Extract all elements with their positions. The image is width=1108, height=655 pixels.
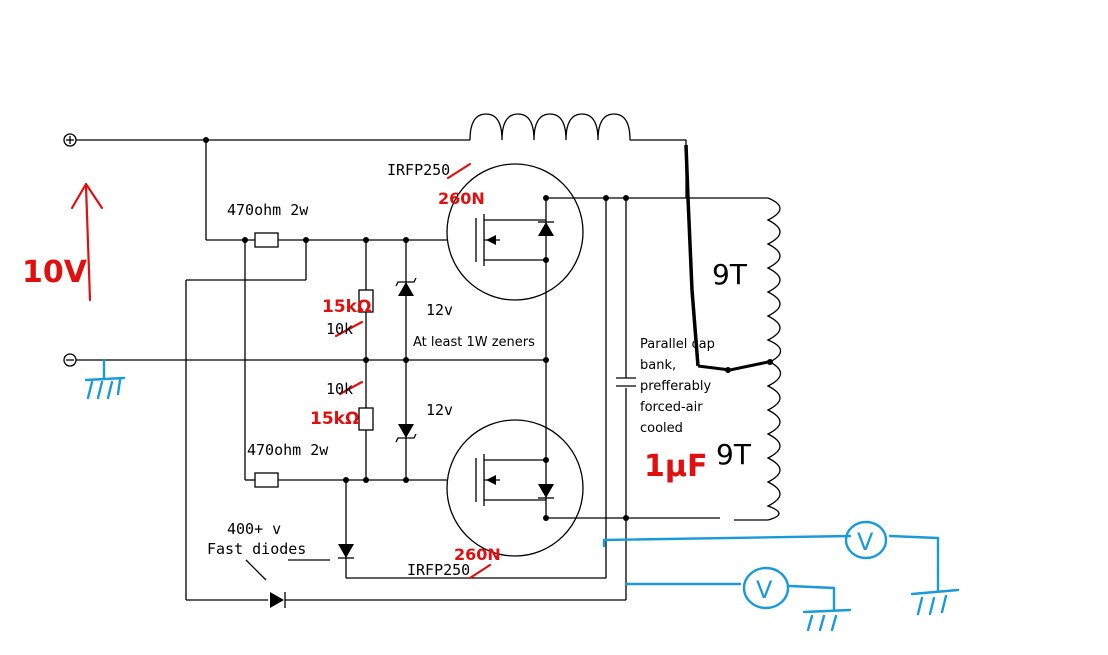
- negative-terminal: [63, 353, 77, 367]
- cap-note-line3: prefferably: [640, 379, 711, 394]
- resistor-annotation-top: 15kΩ: [322, 297, 371, 317]
- diodes-label-line2: Fast diodes: [207, 540, 306, 558]
- cap-note-line2: bank,: [640, 358, 676, 373]
- plus-sign-label: +: [40, 143, 41, 146]
- zener-note: At least 1W zeners: [413, 335, 535, 350]
- ground-symbol-bottom: [802, 608, 852, 632]
- top-rail: [76, 113, 687, 241]
- turns-bottom: 9T: [716, 438, 752, 471]
- diodes-label-line1: 400+ v: [227, 520, 281, 538]
- minus-sign-label: −: [40, 364, 41, 366]
- gate-resistor-bottom: [245, 472, 448, 488]
- center-tap-wire: [684, 144, 773, 373]
- choke-inductor: [469, 113, 631, 141]
- pulldown-resistor-bottom: [358, 360, 374, 480]
- resistor-10k-label-top: 10k: [326, 320, 353, 338]
- cap-note-line5: cooled: [640, 421, 683, 436]
- voltage-arrow: [70, 182, 104, 302]
- capacitor-bank: [616, 195, 636, 521]
- fast-diode-upper: [338, 195, 609, 579]
- strike-irfp-bottom: [468, 563, 492, 580]
- zener-label-top: 12v: [426, 301, 453, 319]
- ground-symbol-right: [910, 588, 960, 616]
- mosfet-bottom: [446, 360, 720, 557]
- resistor-annotation-bottom: 15kΩ: [310, 409, 359, 429]
- strike-10k-top: [334, 320, 364, 338]
- fast-diode-lower: [270, 388, 627, 608]
- zener-label-bottom: 12v: [426, 401, 453, 419]
- resistor-label-top: 470ohm 2w: [227, 201, 309, 219]
- mosfet-annotation-bottom: 260N: [454, 545, 501, 564]
- work-coil: [686, 197, 782, 521]
- voltmeter-lower: [624, 566, 836, 612]
- gate-resistor-top: [242, 232, 448, 248]
- mosfet-top: [446, 163, 686, 360]
- strike-10k-bottom: [338, 380, 364, 396]
- voltmeter-lower-symbol: V: [756, 576, 773, 604]
- zener-diode-bottom: [395, 360, 417, 480]
- positive-terminal: [63, 133, 77, 147]
- capacitor-annotation: 1µF: [644, 449, 707, 484]
- diodes-pointer: [245, 559, 267, 581]
- resistor-10k-label-bottom: 10k: [326, 380, 353, 398]
- zener-diode-top: [395, 240, 417, 360]
- mosfet-annotation-top: 260N: [438, 189, 485, 208]
- cap-note-line4: forced-air: [640, 400, 703, 415]
- irfp-label-top: IRFP250: [387, 161, 450, 179]
- voltage-annotation: 10V: [22, 255, 88, 290]
- voltmeter-upper-symbol: V: [857, 528, 874, 556]
- strike-irfp-top: [446, 162, 472, 180]
- voltmeter-upper: [602, 520, 940, 592]
- turns-top: 9T: [712, 258, 748, 291]
- resistor-label-bottom: 470ohm 2w: [247, 441, 329, 459]
- pulldown-resistor-top: [358, 240, 374, 360]
- cap-note-line1: Parallel cap: [640, 337, 715, 352]
- ground-symbol-left: [84, 358, 126, 400]
- irfp-label-bottom: IRFP250: [407, 561, 470, 579]
